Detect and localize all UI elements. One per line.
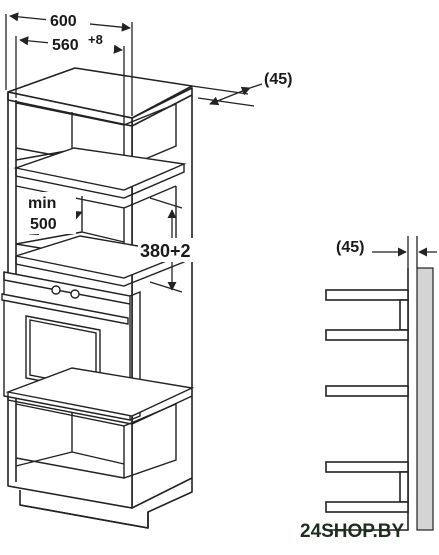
top-depth-dimension	[191, 83, 263, 107]
side-shelf-base	[325, 501, 409, 513]
cabinet-plinth-shadow	[19, 504, 149, 529]
dim-side-depth: (45)	[336, 239, 364, 256]
label-bg-560	[48, 32, 114, 52]
side-shelf-top	[325, 289, 409, 301]
upper-compartment	[13, 102, 187, 199]
label-bg-600	[46, 10, 90, 30]
dim-niche-width: 560	[52, 37, 79, 54]
dim-niche-height: 380+2	[140, 241, 191, 261]
oven-knob-left	[51, 285, 61, 295]
wall-section	[416, 267, 434, 531]
lower-shelf	[5, 367, 195, 417]
cabinet-top-edge	[7, 92, 193, 127]
cabinet-right-side	[131, 87, 193, 509]
dim-top-depth: (45)	[264, 71, 292, 88]
dim-niche-width-tolerance: +8	[88, 32, 103, 47]
side-shelf-middle	[325, 385, 409, 397]
oven-handle	[1, 293, 129, 325]
oven-knob-right	[70, 289, 80, 299]
lower-compartment	[5, 367, 195, 479]
dim-min-label: min	[28, 195, 56, 212]
watermark-logo: 24SHOP.BY	[300, 521, 405, 542]
side-shelf-niche	[325, 329, 409, 341]
side-shelf-bottom	[325, 461, 409, 473]
cabinet-side-profile	[324, 268, 409, 531]
dim-cabinet-width: 600	[50, 13, 77, 30]
side-section-detail: (45)	[324, 236, 437, 531]
label-bg-380	[138, 238, 208, 262]
dim-min-value: 500	[30, 216, 57, 233]
label-bg-min500	[26, 192, 76, 234]
